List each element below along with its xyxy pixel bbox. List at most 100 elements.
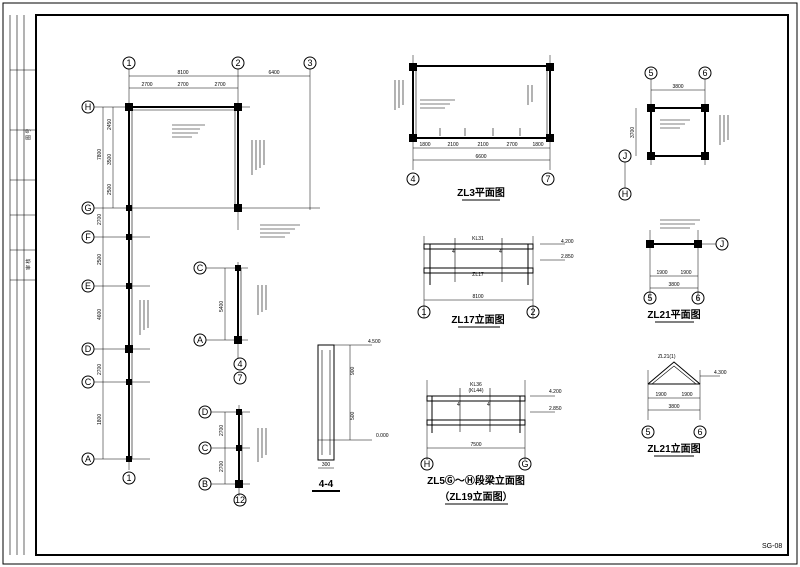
- axis-bubble-A-small: A: [193, 333, 207, 347]
- plan56-dim-top: 3800: [672, 84, 683, 90]
- zl3-dim-5: 1800: [532, 142, 543, 148]
- svg-text:D: D: [85, 344, 92, 354]
- zl21-plan-title: ZL21平面图: [647, 309, 700, 321]
- axis-bubble-C-small: C: [193, 261, 207, 275]
- svg-text:C: C: [197, 263, 204, 273]
- zl21-elev-dim-total: 3800: [668, 404, 679, 410]
- axis-bubble-E: E: [81, 279, 95, 293]
- svg-text:G: G: [521, 459, 528, 469]
- zl17-level-1: 4.200: [561, 239, 574, 245]
- column: [234, 103, 242, 111]
- zl3-dim-3: 2100: [477, 142, 488, 148]
- zl21-elev-dim-2: 1900: [681, 392, 692, 398]
- zl5-dim: 7500: [470, 442, 481, 448]
- axis-bubble-5-top: 5: [644, 66, 658, 80]
- svg-text:F: F: [85, 232, 91, 242]
- axis-bubble-J-left: J: [618, 149, 632, 163]
- zl21-dim-1: 1900: [656, 270, 667, 276]
- zl17-title: ZL17立面图: [451, 313, 504, 326]
- inner-frame: [35, 14, 789, 556]
- dim-top-part-1: 2700: [141, 82, 152, 88]
- svg-text:H: H: [85, 102, 92, 112]
- svg-text:A: A: [85, 454, 91, 464]
- axis-bubble-F: F: [81, 230, 95, 244]
- section-title: 4-4: [319, 479, 334, 490]
- svg-text:C: C: [85, 377, 92, 387]
- level-bottom: 0.000: [376, 433, 389, 439]
- svg-text:6: 6: [695, 293, 700, 303]
- zl21-dim-total: 3800: [668, 282, 679, 288]
- zl3-title: ZL3平面图: [457, 187, 505, 199]
- svg-text:6: 6: [697, 427, 702, 437]
- axis-bubble-4-zl3: 4: [406, 172, 420, 186]
- dim-left-2: 7800: [97, 149, 103, 160]
- zl17-elevation: KL31 ZL17 4 4 4.200 2.850 8100 1 2 ZL17立…: [417, 236, 574, 328]
- svg-text:7: 7: [237, 373, 242, 383]
- svg-text:D: D: [202, 407, 209, 417]
- svg-text:12: 12: [235, 495, 245, 505]
- section-bottom-dim: 300: [322, 462, 331, 468]
- plan-5-6: 5 6 3800 3700 J H: [618, 66, 729, 201]
- axis-bubble-1-zl17: 1: [417, 305, 431, 319]
- svg-text:2: 2: [530, 307, 535, 317]
- axis-bubble-3-top: 3: [303, 56, 317, 70]
- zl5-level-2: 2.850: [549, 406, 562, 412]
- dim-top-total-2: 6400: [268, 70, 279, 76]
- column: [125, 345, 133, 353]
- zl17-dim: 8100: [472, 294, 483, 300]
- zl17-beam-label-top: KL31: [472, 236, 484, 242]
- section-dim-1: 900: [350, 366, 356, 375]
- dim-top-total-1: 8100: [177, 70, 188, 76]
- axis-bubble-C-small2: C: [198, 441, 212, 455]
- axis-bubble-B-small: B: [198, 477, 212, 491]
- dim-small-c-a: 5400: [219, 301, 225, 312]
- dim-top-part-2: 2700: [177, 82, 188, 88]
- zl21-elev-beam-label: ZL21(1): [658, 354, 676, 360]
- axis-bubble-1-top: 1: [122, 56, 136, 70]
- small-plan-c-a: C A 5400 4 7: [193, 261, 267, 385]
- axis-bubble-H: H: [81, 100, 95, 114]
- section-dim-2: 500: [350, 411, 356, 420]
- svg-text:7: 7: [545, 174, 550, 184]
- axis-bubble-2-zl17: 2: [526, 305, 540, 319]
- zl17-beam-label-bottom: ZL17: [472, 272, 484, 278]
- svg-text:6: 6: [702, 68, 707, 78]
- svg-text:H: H: [424, 459, 431, 469]
- axis-bubble-G: G: [81, 201, 95, 215]
- axis-bubble-1-bottom: 1: [122, 471, 136, 485]
- dim-left-6: 2500: [97, 254, 103, 265]
- svg-text:5: 5: [645, 427, 650, 437]
- sheet-number: SG-08: [762, 543, 782, 550]
- title-strip: 图 号 审 核: [9, 15, 36, 555]
- dim-small-c-b: 2700: [219, 461, 225, 472]
- axis-bubble-5-zl21: 5: [643, 291, 657, 305]
- zl21-elev-level: 4.300: [714, 370, 727, 376]
- section-4-4: 4.500 0.000 900 500 300 4-4: [312, 339, 389, 492]
- axis-bubble-2-top: 2: [231, 56, 245, 70]
- axis-bubble-H-left: H: [618, 187, 632, 201]
- svg-text:2: 2: [235, 58, 240, 68]
- zl3-dim-4: 2700: [506, 142, 517, 148]
- dim-left-5: 2700: [97, 214, 103, 225]
- zl21-plan: J 1900 1900 3800 5 6 ZL21平面图: [643, 219, 729, 323]
- zl21-elev-title: ZL21立面图: [647, 442, 700, 455]
- svg-text:J: J: [623, 151, 628, 161]
- axis-bubble-6-zl21-elev: 6: [693, 425, 707, 439]
- zl5-beam-label-paren: (KL44): [468, 388, 483, 394]
- svg-text:4: 4: [237, 359, 242, 369]
- dim-left-4: 2500: [107, 184, 113, 195]
- axis-bubble-7-zl3: 7: [541, 172, 555, 186]
- main-plan: 1 2 3 8100 6400 2700 2700 2700 H G F E D…: [81, 56, 320, 485]
- zl17-section-mark-1: 4: [452, 249, 455, 255]
- zl5-elevation: KL36 (KL44) 4 4 4.200 2.850 7500 H G ZL5…: [420, 380, 562, 505]
- column: [125, 103, 133, 111]
- zl21-elevation: ZL21(1) 4.300 1900 1900 3800 5 6 ZL21立面图: [641, 354, 727, 457]
- axis-bubble-G-zl5: G: [518, 457, 532, 471]
- zl5-title: ZL5Ⓖ～Ⓗ段梁立面图: [427, 474, 525, 487]
- zl3-plan: 1800 2100 2100 2700 1800 6600 4 7 ZL3平面图: [394, 55, 555, 201]
- zl3-dim-1: 1800: [419, 142, 430, 148]
- dim-small-d-c: 2700: [219, 425, 225, 436]
- beam-annotation: [139, 124, 300, 335]
- title-strip-label-b: 审 核: [25, 259, 32, 270]
